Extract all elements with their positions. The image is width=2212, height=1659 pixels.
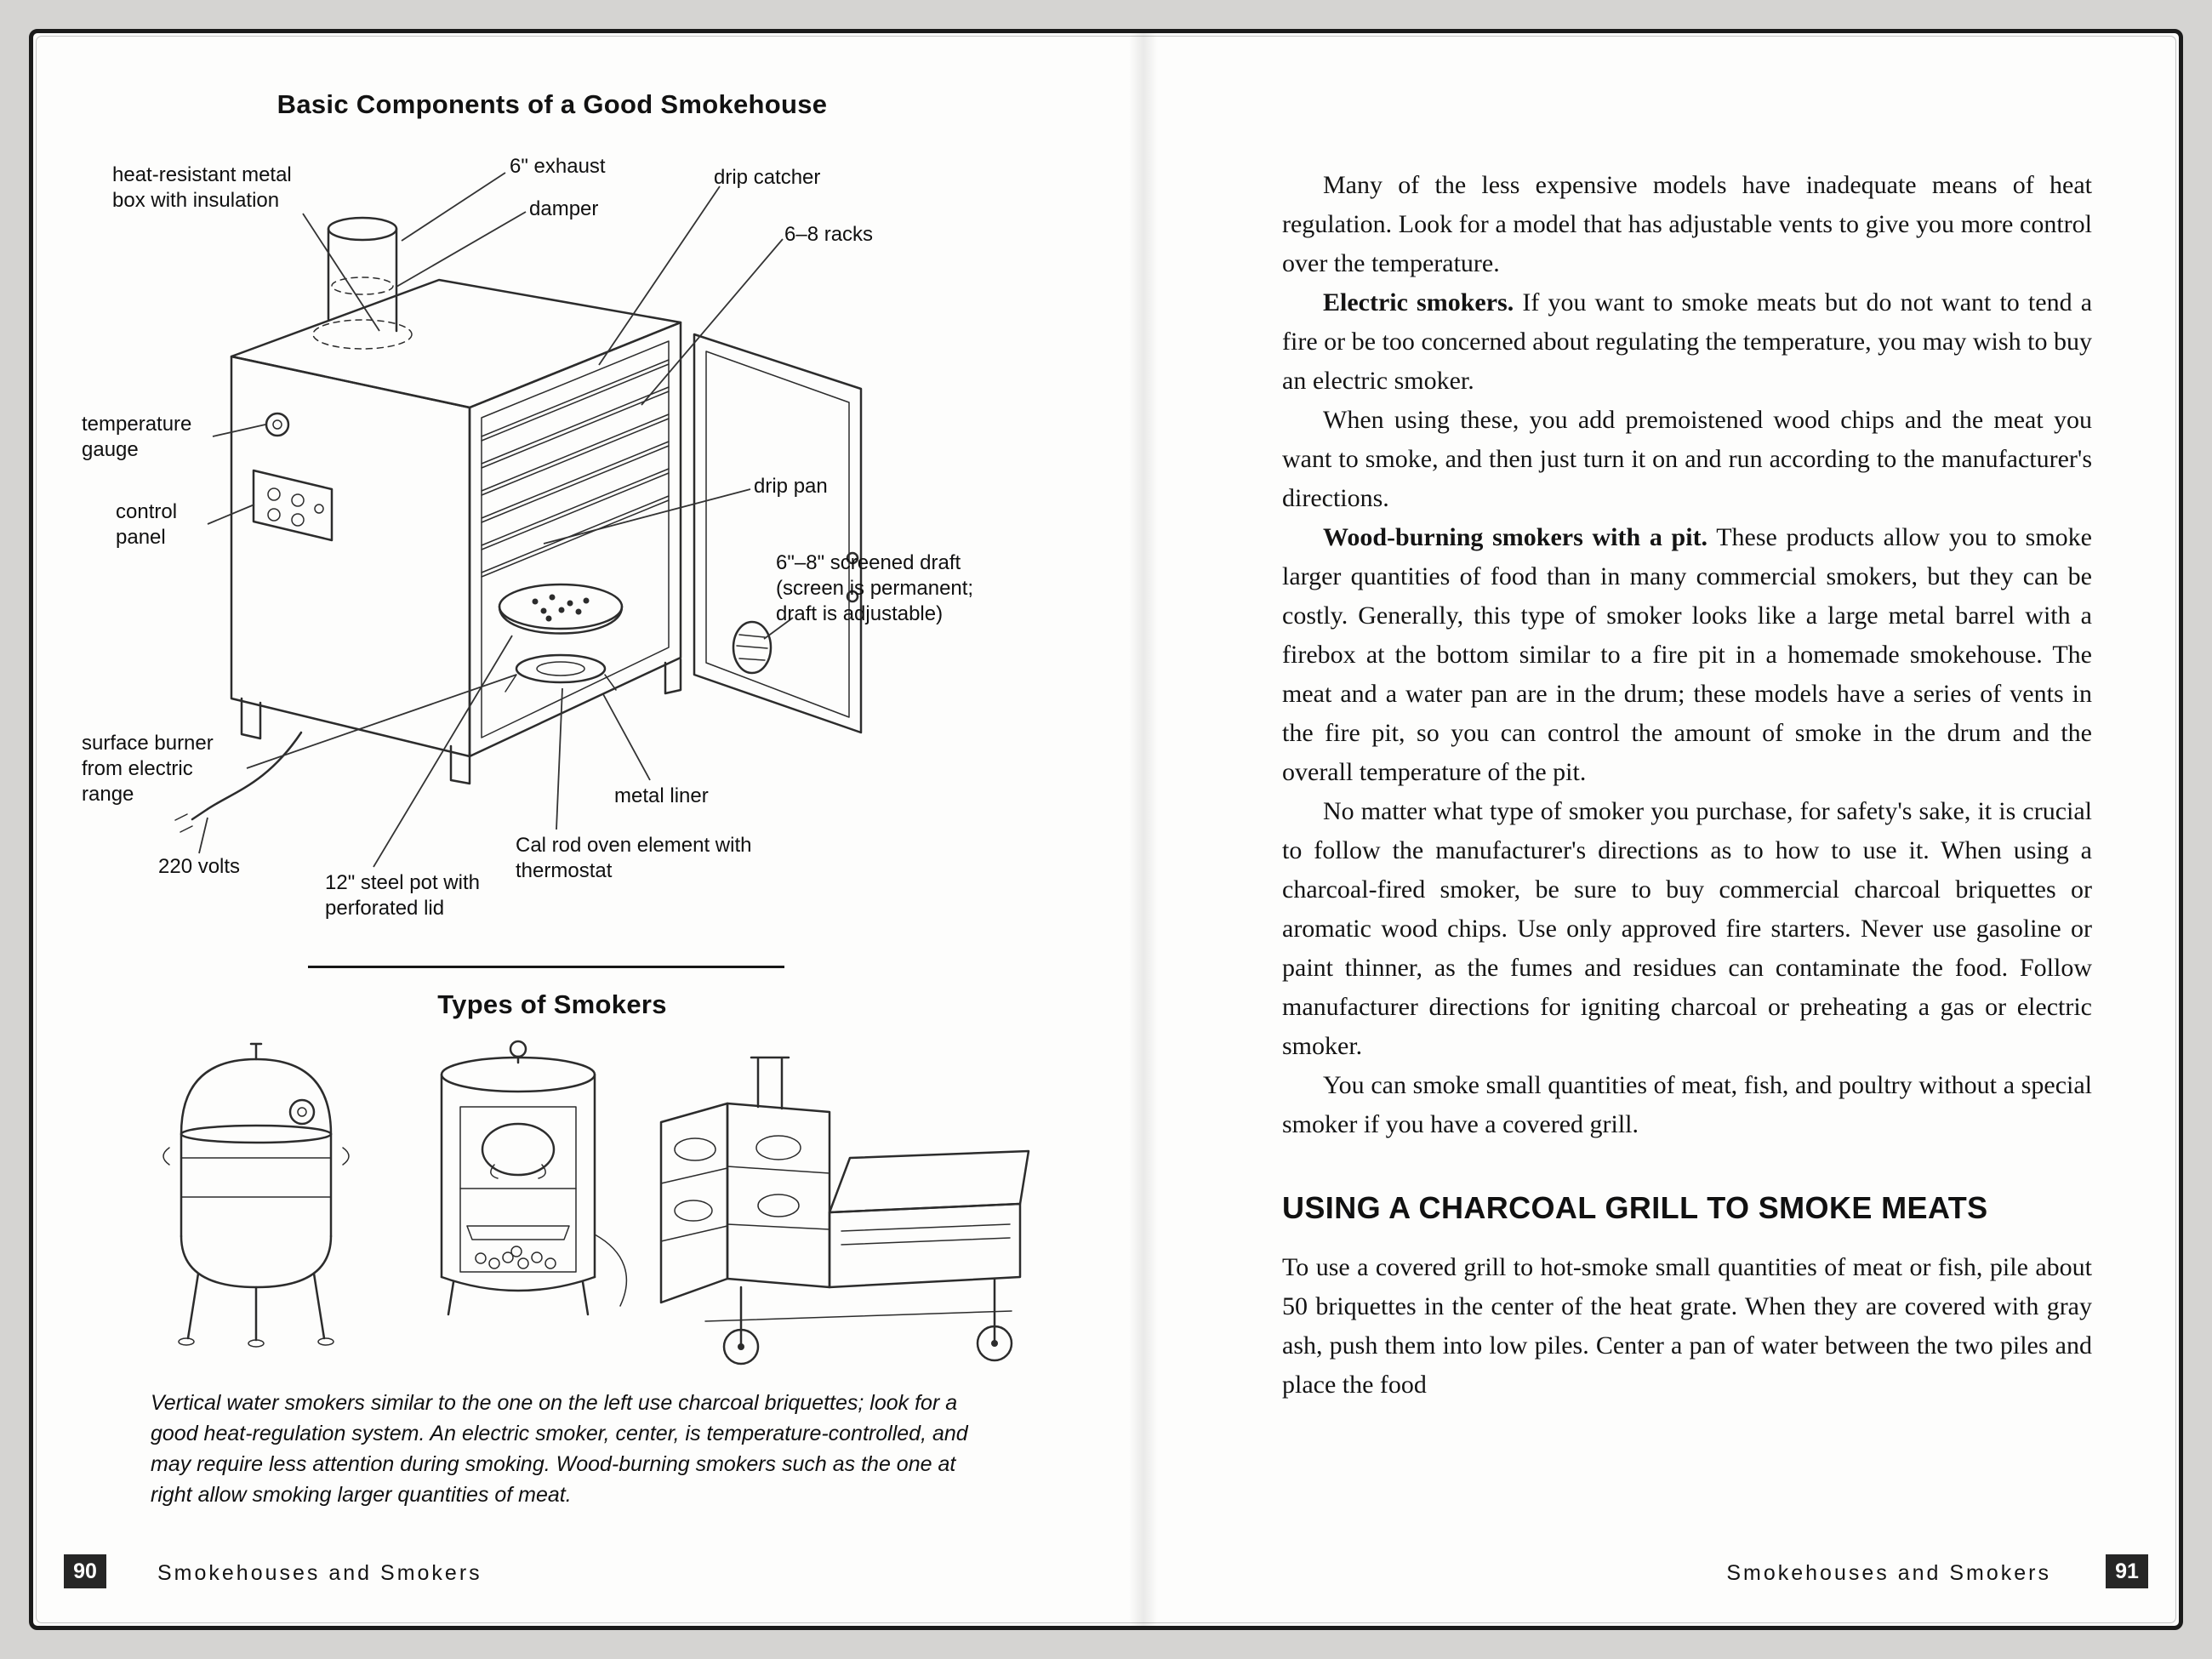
smokehouse-chimney <box>312 216 413 350</box>
running-title-left: Smokehouses and Smokers <box>157 1561 482 1585</box>
paragraph-lead: Electric smokers. <box>1323 288 1514 316</box>
paragraph: No matter what type of smoker you purcha… <box>1282 792 2092 1066</box>
running-title-right: Smokehouses and Smokers <box>1726 1561 2051 1585</box>
label-exhaust: 6" exhaust <box>510 155 606 178</box>
paragraph: When using these, you add premoistened w… <box>1282 401 2092 518</box>
body-text-column: Many of the less expensive models have i… <box>1282 166 2092 1405</box>
steel-pot-and-burner <box>498 583 624 693</box>
label-heat-resistant-box: heat-resistant metal box with insulation <box>112 163 292 212</box>
paragraph: Electric smokers. If you want to smoke m… <box>1282 283 2092 401</box>
smokehouse-door <box>693 333 863 734</box>
label-damper: damper <box>529 197 599 220</box>
paragraph-text: These products allow you to smoke larger… <box>1282 523 2092 786</box>
label-racks: 6–8 racks <box>784 223 874 246</box>
smokehouse-racks <box>481 359 670 578</box>
label-steel-pot: 12" steel pot with perforated lid <box>325 871 480 920</box>
diagram-title: Basic Components of a Good Smokehouse <box>276 89 828 119</box>
smokehouse-box <box>230 278 682 758</box>
label-cal-rod-element: Cal rod oven element with thermostat <box>516 834 752 882</box>
label-control-panel: control panel <box>116 500 178 549</box>
types-of-smokers-illustration <box>162 1040 1030 1365</box>
paragraph-text: You can smoke small quantities of meat, … <box>1282 1071 2092 1138</box>
paragraph-text: When using these, you add premoistened w… <box>1282 406 2092 512</box>
power-cord <box>174 731 303 833</box>
label-metal-liner: metal liner <box>614 784 709 807</box>
label-temperature-gauge: temperature gauge <box>82 413 192 461</box>
page-gutter <box>1129 33 1158 1626</box>
section-divider <box>308 966 784 968</box>
paragraph-text: No matter what type of smoker you purcha… <box>1282 797 2092 1060</box>
smoker-illustrations <box>110 1022 1063 1371</box>
page-number-left: 90 <box>64 1554 106 1588</box>
illustration-caption: Vertical water smokers similar to the on… <box>151 1391 968 1507</box>
smokehouse-legs <box>240 658 682 785</box>
types-of-smokers-title: Types of Smokers <box>437 989 667 1019</box>
page-number-right: 91 <box>2106 1554 2148 1588</box>
paragraph: Many of the less expensive models have i… <box>1282 166 2092 283</box>
diagram-leader-lines <box>198 172 794 868</box>
paragraph-text: If you want to smoke meats but do not wa… <box>1282 288 2093 395</box>
section-heading: USING A CHARCOAL GRILL TO SMOKE MEATS <box>1282 1190 1988 1225</box>
smokehouse-diagram: heat-resistant metal box with insulation… <box>80 137 1067 961</box>
label-220-volts: 220 volts <box>158 855 241 878</box>
water-smoker-illustration <box>162 1042 350 1348</box>
paragraph-text: Many of the less expensive models have i… <box>1282 171 2092 277</box>
electric-smoker-illustration <box>440 1040 628 1316</box>
label-screened-draft: 6"–8" screened draft (screen is permanen… <box>776 551 974 625</box>
label-surface-burner: surface burner from electric range <box>82 732 214 806</box>
closing-paragraph: To use a covered grill to hot-smoke smal… <box>1282 1253 2092 1399</box>
label-drip-catcher: drip catcher <box>714 166 821 189</box>
smokehouse-illustration <box>174 172 863 868</box>
wood-burning-smoker-illustration <box>659 1056 1030 1365</box>
temperature-gauge-and-panel <box>252 412 334 542</box>
label-drip-pan: drip pan <box>754 475 828 498</box>
paragraph: Wood-burning smokers with a pit. These p… <box>1282 518 2092 792</box>
book-page-spread: Basic Components of a Good Smokehouse <box>29 29 2183 1630</box>
paragraph-lead: Wood-burning smokers with a pit. <box>1323 523 1708 551</box>
paragraph: You can smoke small quantities of meat, … <box>1282 1066 2092 1144</box>
